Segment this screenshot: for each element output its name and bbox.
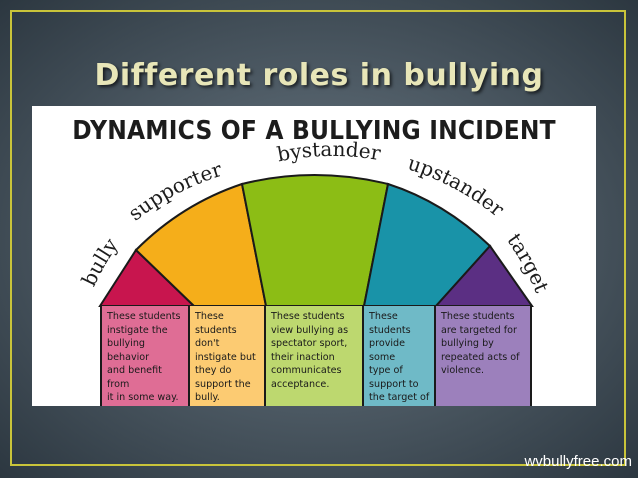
description-box-bystander: These students view bullying as spectator … <box>266 306 364 406</box>
description-line: the target of <box>369 392 430 403</box>
slide-title: Different roles in bullying <box>94 58 544 93</box>
description-line: and benefit from <box>107 365 162 390</box>
description-box-bully: These students instigate the bullying beha… <box>100 306 190 406</box>
description-line: bully. <box>195 392 220 403</box>
description-line: bullying by <box>441 338 494 349</box>
slide-border <box>10 10 626 466</box>
description-line: bullying. <box>369 405 430 407</box>
description-line: repeated acts of <box>441 351 520 363</box>
description-line: communicates <box>271 365 342 376</box>
description-line: acceptance. <box>271 378 330 390</box>
description-line: violence. <box>441 365 485 376</box>
description-line: These <box>369 311 398 322</box>
description-line: These students <box>441 311 515 322</box>
role-label-bystander: bystander <box>275 137 383 167</box>
diagram-title: DYNAMICS OF A BULLYING INCIDENT <box>72 116 556 146</box>
description-line: support the <box>195 378 251 390</box>
description-line: support to <box>369 378 419 390</box>
description-line: type of <box>369 365 403 376</box>
description-line: These students <box>271 311 345 322</box>
sector-bystander <box>240 174 390 307</box>
description-box-target: These students are targeted for bullying b… <box>436 306 532 406</box>
description-line: it in some way. <box>107 392 179 403</box>
description-box-upstander: These students provide some type of support … <box>364 306 436 406</box>
description-line: spectator sport, <box>271 338 348 349</box>
description-line: instigate the <box>107 324 168 336</box>
description-line: bullying behavior <box>107 338 150 363</box>
description-line: instigate but <box>195 351 256 363</box>
description-line: they do <box>195 365 232 376</box>
description-line: students <box>369 324 411 336</box>
description-line: provide some <box>369 338 406 363</box>
description-line: students <box>195 324 237 336</box>
description-line: their inaction <box>271 351 335 363</box>
description-line: These students <box>107 311 181 322</box>
description-line: These <box>195 311 224 322</box>
description-line: view bullying as <box>271 324 349 336</box>
description-box-supporter: These students don't instigate but they do su… <box>190 306 266 406</box>
description-line: don't <box>195 338 220 349</box>
source-credit: wvbullyfree.com <box>524 453 632 470</box>
description-line: are targeted for <box>441 324 517 336</box>
